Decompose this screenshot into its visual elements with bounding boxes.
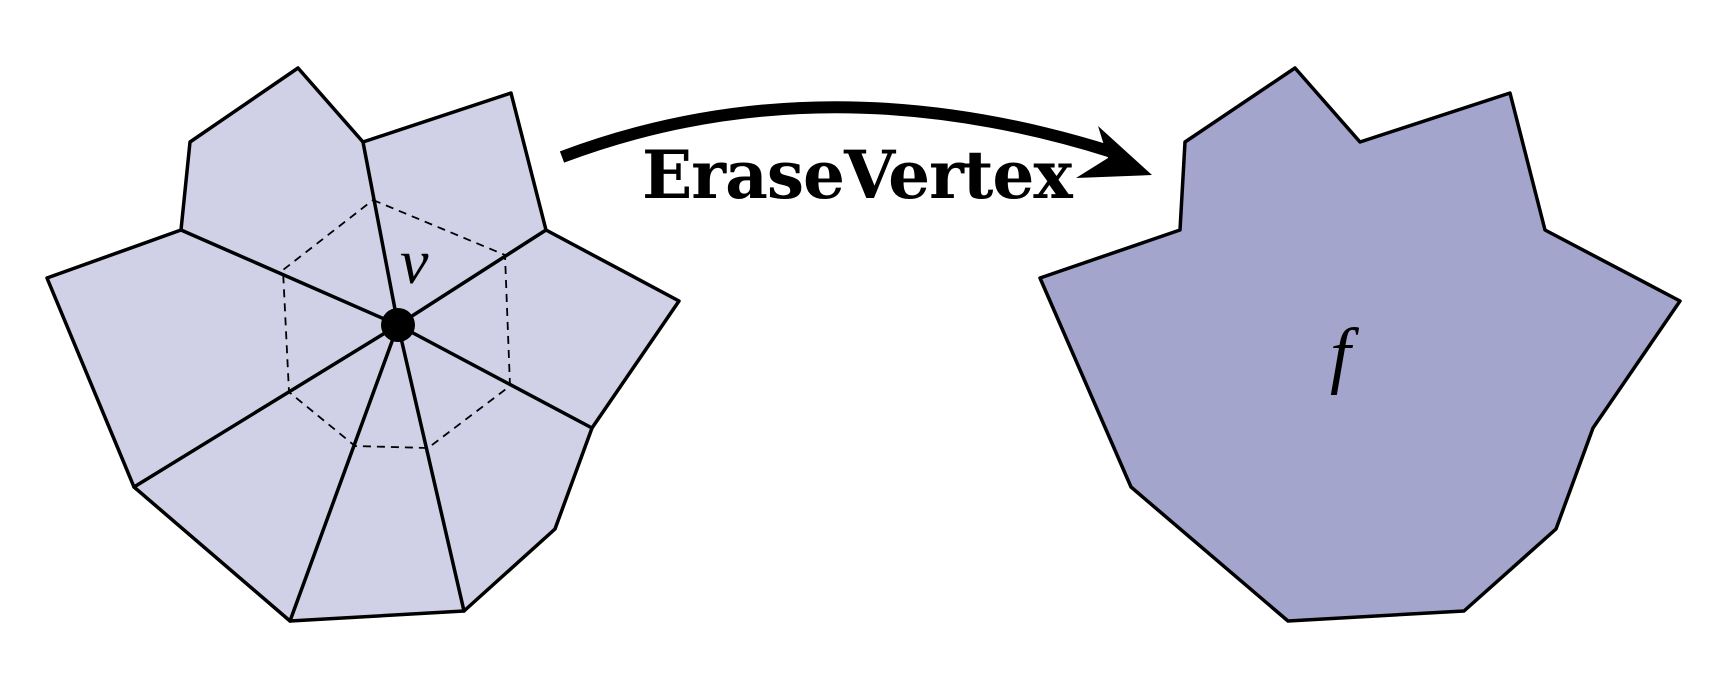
- before-mesh: [45, 66, 681, 623]
- spoke-edge: [396, 323, 594, 430]
- operation-label: EraseVertex: [642, 136, 1073, 214]
- spoke-edge: [132, 323, 400, 489]
- arrow-shaft: [559, 101, 1114, 163]
- spoke-edges: [132, 140, 594, 623]
- spoke-edge: [288, 323, 400, 623]
- spoke-edge: [396, 323, 466, 613]
- spoke-edge: [179, 228, 400, 327]
- spoke-edge: [361, 140, 400, 327]
- face-label: f: [1330, 314, 1351, 396]
- erase-arrow: [559, 101, 1152, 178]
- arrow-head: [1076, 126, 1152, 178]
- merged-face: [1038, 66, 1682, 623]
- after-face: [1038, 66, 1682, 623]
- vertex-v: [381, 308, 415, 342]
- dual-cycle: [282, 198, 511, 449]
- vertex-label: v: [400, 226, 429, 297]
- spoke-edge: [396, 228, 548, 327]
